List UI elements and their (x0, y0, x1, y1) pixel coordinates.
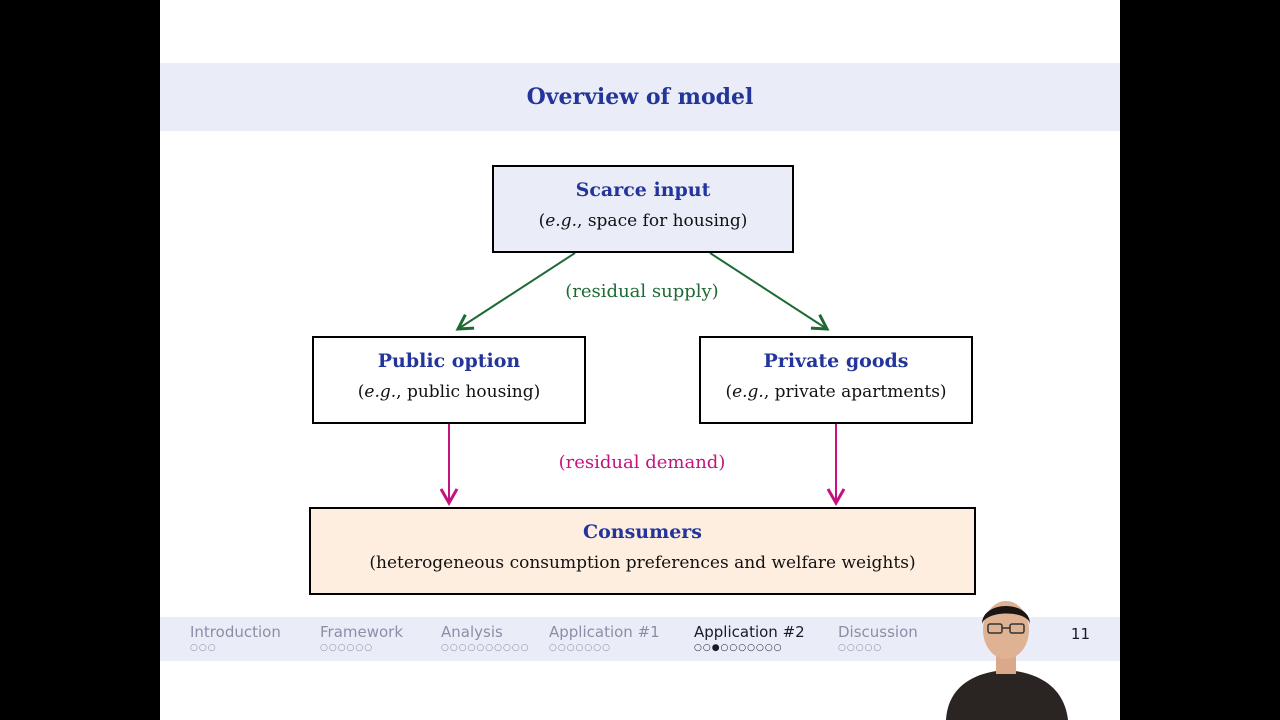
slide: Overview of model Scarce input (e.g., sp… (160, 0, 1120, 720)
nav-framework-dots[interactable]: ○○○○○○ (320, 643, 374, 653)
private-goods-box: Private goods (e.g., private apartments) (699, 336, 973, 424)
section-navigation: Introduction○○○ Framework○○○○○○ Analysis… (160, 617, 1120, 661)
consumers-heading: Consumers (582, 521, 703, 543)
nav-application-1-dots[interactable]: ○○○○○○○ (549, 643, 611, 653)
private-goods-heading: Private goods (763, 350, 909, 372)
nav-introduction[interactable]: Introduction○○○ (190, 623, 281, 653)
nav-analysis[interactable]: Analysis○○○○○○○○○○ (441, 623, 530, 653)
residual-demand-label: (residual demand) (558, 452, 726, 473)
public-option-example: (e.g., public housing) (357, 382, 541, 402)
slide-title: Overview of model (526, 84, 754, 110)
scarce-input-example: (e.g., space for housing) (538, 211, 748, 231)
nav-introduction-dots[interactable]: ○○○ (190, 643, 217, 653)
title-bar: Overview of model (160, 63, 1120, 131)
public-option-box: Public option (e.g., public housing) (312, 336, 586, 424)
residual-supply-label: (residual supply) (565, 281, 719, 302)
public-option-heading: Public option (377, 350, 521, 372)
nav-application-2[interactable]: Application #2○○●○○○○○○○ (694, 623, 805, 653)
nav-application-1[interactable]: Application #1○○○○○○○ (549, 623, 660, 653)
supply-arrow-right (709, 252, 830, 331)
scarce-input-heading: Scarce input (575, 179, 711, 201)
supply-arrow-left (455, 252, 576, 331)
presenter-webcam-image (946, 601, 1068, 720)
nav-framework[interactable]: Framework○○○○○○ (320, 623, 404, 653)
arrows-layer (439, 252, 846, 507)
consumers-description: (heterogeneous consumption preferences a… (369, 553, 916, 573)
scarce-input-box: Scarce input (e.g., space for housing) (492, 165, 794, 253)
consumers-box: Consumers (heterogeneous consumption pre… (309, 507, 976, 595)
nav-application-2-dots[interactable]: ○○●○○○○○○○ (694, 643, 783, 653)
nav-discussion[interactable]: Discussion○○○○○ (838, 623, 918, 653)
page-number: 11 (1070, 625, 1090, 643)
nav-discussion-dots[interactable]: ○○○○○ (838, 643, 883, 653)
private-goods-example: (e.g., private apartments) (725, 382, 947, 402)
nav-analysis-dots[interactable]: ○○○○○○○○○○ (441, 643, 530, 653)
